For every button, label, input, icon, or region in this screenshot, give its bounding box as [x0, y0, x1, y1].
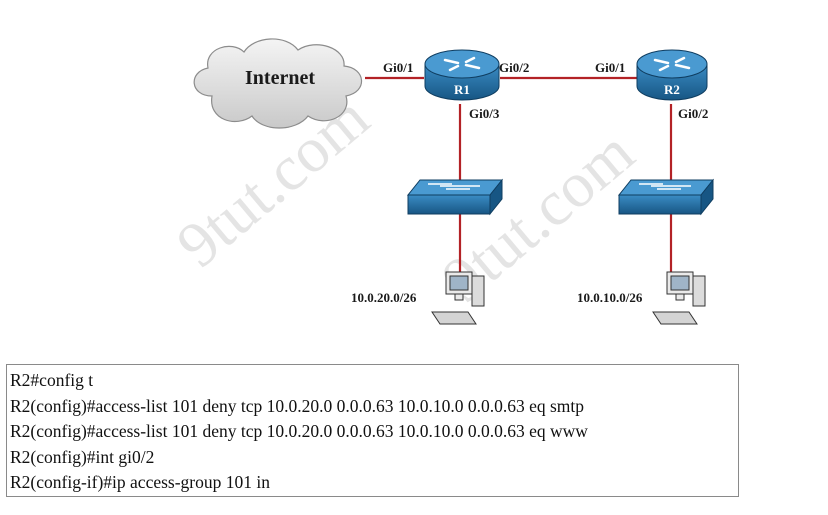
- router-config-console: R2#config t R2(config)#access-list 101 d…: [6, 364, 739, 497]
- r1-gi0-3-label: Gi0/3: [469, 106, 500, 121]
- r2-label: R2: [664, 82, 680, 97]
- internet-label: Internet: [245, 67, 315, 89]
- r2-gi0-1-label: Gi0/1: [595, 60, 625, 75]
- config-line: R2(config)#access-list 101 deny tcp 10.0…: [10, 395, 585, 416]
- switch-1-icon: [406, 178, 504, 216]
- switch-2-icon: [617, 178, 715, 216]
- config-line: R2(config)#int gi0/2: [10, 446, 155, 467]
- pc-1-icon: [431, 271, 485, 325]
- r1-gi0-1-label: Gi0/1: [383, 60, 413, 75]
- config-line: R2#config t: [10, 370, 94, 390]
- pc-2-subnet-label: 10.0.10.0/26: [577, 290, 643, 305]
- r1-gi0-2-label: Gi0/2: [499, 60, 529, 75]
- r2-gi0-2-label: Gi0/2: [678, 106, 708, 121]
- pc-1-subnet-label: 10.0.20.0/26: [351, 290, 417, 305]
- network-topology-diagram: 9tut.com 9tut.com Internet R1 R2: [163, 38, 715, 325]
- config-line: R2(config-if)#ip access-group 101 in: [10, 472, 270, 492]
- router-r1-icon: R1: [424, 49, 500, 101]
- pc-2-icon: [652, 271, 706, 325]
- router-r2-icon: R2: [636, 49, 708, 101]
- internet-cloud-icon: Internet: [193, 38, 363, 129]
- config-line: R2(config)#access-list 101 deny tcp 10.0…: [10, 421, 588, 441]
- network-links: [365, 76, 673, 272]
- r1-label: R1: [454, 82, 470, 97]
